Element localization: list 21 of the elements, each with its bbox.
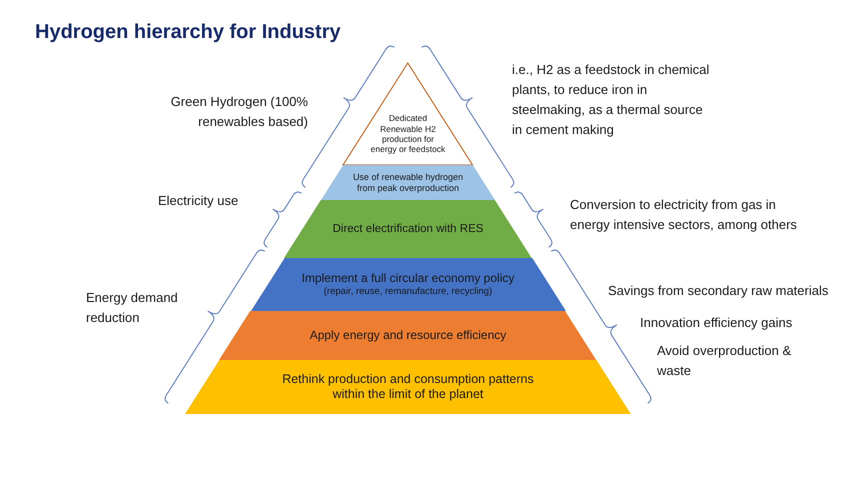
annotation-text: Innovation efficiency gains [640,314,792,332]
annotation-text: Green Hydrogen (100% renewables based) [170,93,308,131]
tier-text: Implement a full circular economy policy [302,271,514,286]
annotation-text: i.e., H2 as a feedstock in chemical plants, to reduce iron in steelmaking, as a thermal source in cement making [512,61,710,139]
annotation-text: Avoid overproduction & waste [657,342,792,380]
pyramid-tier [284,200,532,258]
pyramid-tier [250,258,566,311]
annotation-text: Conversion to electricity from gas in energy intensive sectors, among others [570,196,798,234]
page-title: Hydrogen hierarchy for Industry [35,20,341,44]
pyramid-tier [219,311,597,360]
pyramid-tier [343,63,473,165]
tier-text: Direct electrification with RES [332,222,484,236]
tier-text: Use of renewable hydrogen from peak overproduction [352,172,464,194]
annotation-text: Electricity use [158,192,238,210]
tier-text: Dedicated Renewable H2 production for energy or feedstock [370,113,446,155]
annotation-text: Energy demand reduction [86,289,179,327]
tier-subtext: (repair, reuse, remanufacture, recycling) [324,286,492,298]
pyramid-tier [185,360,631,414]
tier-text: Apply energy and resource efficiency [310,328,506,343]
annotation-text: Savings from secondary raw materials [608,282,828,300]
tier-text: Rethink production and consumption patterns within the limit of the planet [281,372,535,402]
